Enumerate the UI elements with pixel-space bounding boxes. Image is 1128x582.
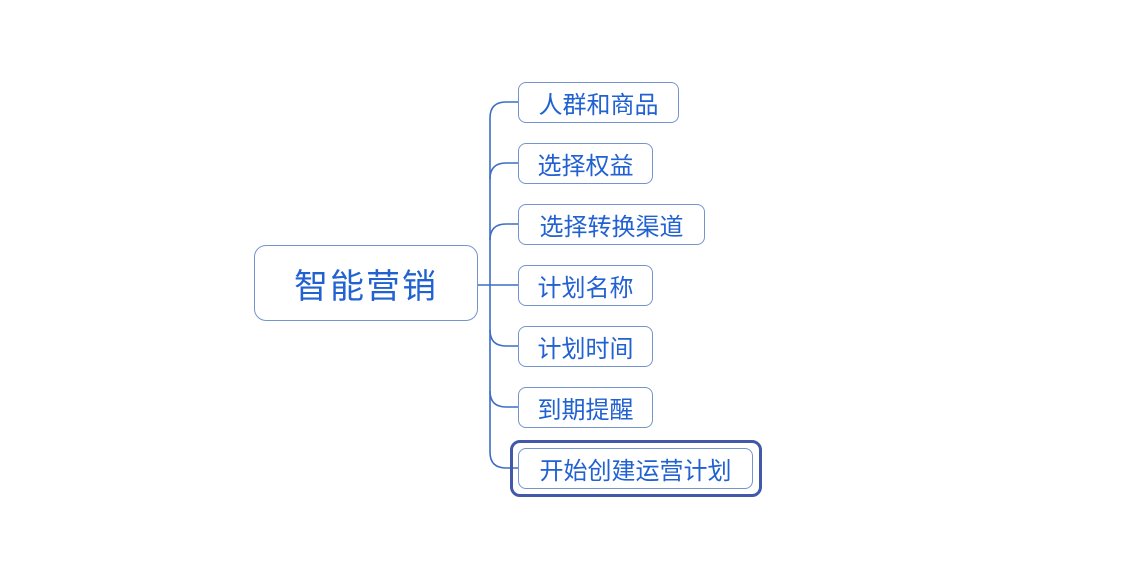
connector-branch-3 [489, 223, 518, 241]
topic-label: 选择转换渠道 [539, 213, 684, 241]
topic-node-expiry-reminder[interactable]: 到期提醒 [518, 387, 653, 428]
topic-label: 计划名称 [537, 274, 634, 302]
topic-label: 人群和商品 [538, 91, 659, 119]
topic-node-select-conversion-channel[interactable]: 选择转换渠道 [518, 204, 705, 245]
topic-label: 计划时间 [537, 335, 634, 363]
topic-node-plan-name[interactable]: 计划名称 [518, 265, 653, 306]
connector-branch-6 [489, 390, 518, 408]
topic-node-plan-time[interactable]: 计划时间 [518, 326, 653, 367]
selected-topic-outline [510, 440, 762, 497]
topic-label: 开始创建运营计划 [539, 457, 732, 485]
connector-branch-2 [489, 162, 518, 180]
central-topic-node[interactable]: 智能营销 [254, 245, 478, 321]
connector-branch-5 [489, 329, 518, 347]
central-topic-label: 智能营销 [294, 266, 438, 307]
topic-label: 到期提醒 [537, 396, 634, 424]
topic-node-start-create-operation-plan[interactable]: 开始创建运营计划 [518, 448, 753, 489]
topic-label: 选择权益 [537, 152, 634, 180]
topic-node-audience-products[interactable]: 人群和商品 [518, 82, 679, 123]
topic-node-select-benefits[interactable]: 选择权益 [518, 143, 653, 184]
